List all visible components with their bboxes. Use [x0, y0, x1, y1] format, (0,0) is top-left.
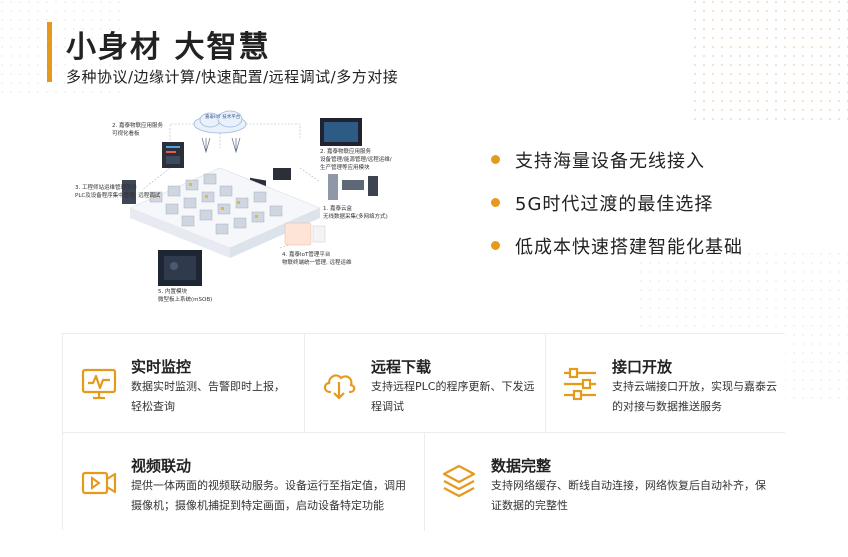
card-data-integrity: 数据完整 支持网络缓存、断线自动连接，网络恢复后自动补齐，保证数据的完整性 [425, 433, 785, 531]
card-remote-download: 远程下载 支持远程PLC的程序更新、下发远程调试 [305, 334, 545, 432]
card-description: 支持网络缓存、断线自动连接，网络恢复后自动补齐，保证数据的完整性 [491, 479, 766, 512]
bullet-dot-icon [491, 155, 500, 164]
diagram-label-2b: 2. 嘉泰物联应用服务 设备管理/能源管理/远程运维/ 生产管理等应用模块 [320, 149, 392, 171]
bullet-dot-icon [491, 241, 500, 250]
card-description: 支持远程PLC的程序更新、下发远程调试 [371, 380, 535, 413]
card-description: 数据实时监测、告警即时上报，轻松查询 [131, 380, 285, 413]
card-description: 支持云端接口开放，实现与嘉泰云的对接与数据推送服务 [612, 380, 777, 413]
cloud-box-device [328, 174, 338, 200]
card-realtime-monitoring: 实时监控 数据实时监测、告警即时上报，轻松查询 [63, 334, 304, 432]
card-title: 数据完整 [491, 457, 552, 475]
divider [545, 334, 546, 432]
card-open-interface: 接口开放 支持云端接口开放，实现与嘉泰云的对接与数据推送服务 [546, 334, 785, 432]
card-title: 视频联动 [131, 457, 192, 475]
server-cabinet [122, 180, 136, 204]
sliders-icon [564, 367, 596, 401]
architecture-illustration [122, 110, 378, 286]
antenna-icon [201, 137, 241, 154]
bullet-item: 5G时代过渡的最佳选择 [491, 181, 743, 224]
card-video-linkage: 视频联动 提供一体两面的视频联动服务。设备运行至指定值，调用摄像机；摄像机捕捉到… [63, 433, 424, 531]
feature-bullets: 支持海量设备无线接入 5G时代过渡的最佳选择 低成本快速搭建智能化基础 [491, 138, 743, 267]
card-description: 提供一体两面的视频联动服务。设备运行至指定值，调用摄像机；摄像机捕捉到特定画面，… [131, 479, 406, 512]
diagram-label-2a: 2. 嘉泰物联应用服务 可视化看板 [112, 123, 163, 137]
iot-platform-icon [284, 222, 312, 246]
title-accent-bar [47, 22, 52, 82]
divider [424, 432, 425, 531]
card-title: 接口开放 [612, 358, 673, 376]
bullet-item: 低成本快速搭建智能化基础 [491, 224, 743, 267]
diagram-label-4: 4. 嘉泰IoT管理平台 物联终端统一管理, 远程运维 [282, 252, 352, 266]
layers-icon [442, 464, 476, 498]
diagram-label-5: 5. 内置模块 微型板上系统(mSOB) [158, 289, 213, 303]
monitor-pulse-icon [81, 368, 117, 400]
cloud-download-icon [323, 374, 356, 400]
video-camera-icon [81, 471, 117, 495]
page-subtitle: 多种协议/边缘计算/快速配置/远程调试/多方对接 [66, 68, 399, 86]
card-title: 远程下载 [371, 358, 432, 376]
diagram-label-1: 1. 嘉泰云盒 无线数据采集(多网络方式) [323, 206, 388, 220]
system-diagram: 嘉泰IoT 技术平台 2. 嘉泰物联应用服务 可视化看板 2. 嘉泰物联应用服务… [70, 108, 430, 308]
dashboard-screen [162, 142, 184, 168]
bullet-dot-icon [491, 198, 500, 207]
feature-cards: 实时监控 数据实时监测、告警即时上报，轻松查询 远程下载 支持远程PLC的程序更… [62, 333, 785, 531]
bullet-item: 支持海量设备无线接入 [491, 138, 743, 181]
divider [304, 334, 305, 432]
cloud-label: 嘉泰IoT 技术平台 [205, 115, 241, 120]
page-title: 小身材 大智慧 [66, 30, 271, 65]
card-title: 实时监控 [131, 358, 192, 376]
diagram-label-3: 3. 工程师站运维管理服务 PLC及设备程序集中管理, 远程调试 [75, 185, 161, 199]
